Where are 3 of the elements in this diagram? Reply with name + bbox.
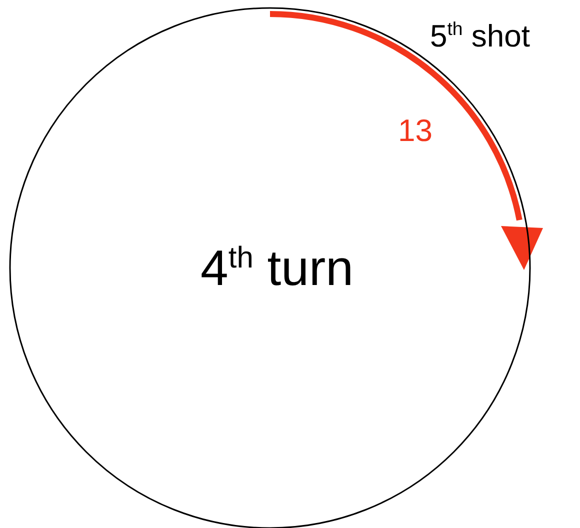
step-count-label: 13	[398, 115, 432, 146]
circle-label: 4$^{th}$ turn	[200, 239, 354, 297]
shot-label: 5$^{th}$ shot	[430, 20, 530, 52]
